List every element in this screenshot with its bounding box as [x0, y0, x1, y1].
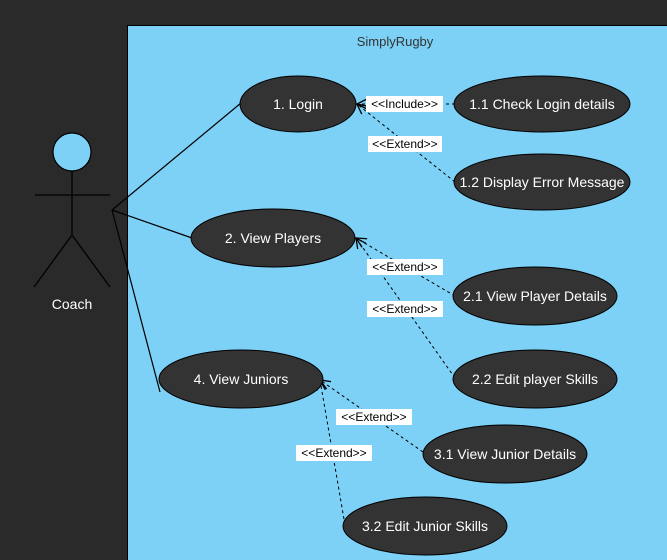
- svg-text:2. View Players: 2. View Players: [225, 230, 321, 246]
- svg-text:4. View Juniors: 4. View Juniors: [194, 371, 289, 387]
- actor-left-leg: [33, 234, 73, 288]
- svg-text:3.1 View Junior Details: 3.1 View Junior Details: [434, 446, 576, 462]
- svg-text:<<Extend>>: <<Extend>>: [372, 302, 437, 316]
- actor-head-icon: [52, 132, 92, 172]
- use-case-check-login[interactable]: 1.1 Check Login details: [453, 75, 631, 133]
- association-login: [111, 102, 242, 211]
- use-case-edit-player-skills[interactable]: 2.2 Edit player Skills: [452, 349, 618, 409]
- svg-text:2.1 View Player Details: 2.1 View Player Details: [463, 288, 607, 304]
- svg-text:1.2 Display Error Message: 1.2 Display Error Message: [460, 174, 625, 190]
- use-case-login[interactable]: 1. Login: [239, 75, 357, 133]
- svg-text:1.1 Check Login details: 1.1 Check Login details: [469, 96, 615, 112]
- actor-right-leg: [71, 234, 111, 288]
- extend-arrow-2-1: [356, 238, 456, 297]
- association-view-players: [111, 209, 193, 239]
- svg-text:1. Login: 1. Login: [273, 96, 323, 112]
- use-case-view-players[interactable]: 2. View Players: [190, 208, 356, 268]
- svg-text:<<Extend>>: <<Extend>>: [341, 410, 406, 424]
- include-label-1-1: <<Include>>: [366, 96, 443, 112]
- extend-label-3-1: <<Extend>>: [336, 409, 412, 425]
- svg-text:<<Extend>>: <<Extend>>: [372, 137, 437, 151]
- extend-label-1-2: <<Extend>>: [368, 136, 442, 152]
- system-title: SimplyRugby: [357, 34, 434, 49]
- svg-text:<<Include>>: <<Include>>: [371, 97, 438, 111]
- actor-label: Coach: [52, 296, 92, 312]
- use-case-view-player-details[interactable]: 2.1 View Player Details: [452, 266, 618, 326]
- use-case-edit-junior-skills[interactable]: 3.2 Edit Junior Skills: [342, 496, 508, 556]
- use-case-view-junior-details[interactable]: 3.1 View Junior Details: [422, 424, 588, 484]
- extend-label-3-2: <<Extend>>: [296, 445, 372, 461]
- svg-text:<<Extend>>: <<Extend>>: [301, 446, 366, 460]
- association-view-juniors: [111, 209, 161, 393]
- use-case-view-juniors[interactable]: 4. View Juniors: [158, 349, 324, 409]
- extend-label-2-2: <<Extend>>: [367, 301, 443, 317]
- extend-label-2-1: <<Extend>>: [367, 259, 443, 275]
- actor-coach[interactable]: Coach: [33, 132, 111, 312]
- svg-text:<<Extend>>: <<Extend>>: [372, 260, 437, 274]
- svg-text:3.2 Edit Junior Skills: 3.2 Edit Junior Skills: [362, 518, 488, 534]
- use-case-display-error[interactable]: 1.2 Display Error Message: [453, 153, 631, 211]
- svg-text:2.2 Edit player Skills: 2.2 Edit player Skills: [472, 371, 598, 387]
